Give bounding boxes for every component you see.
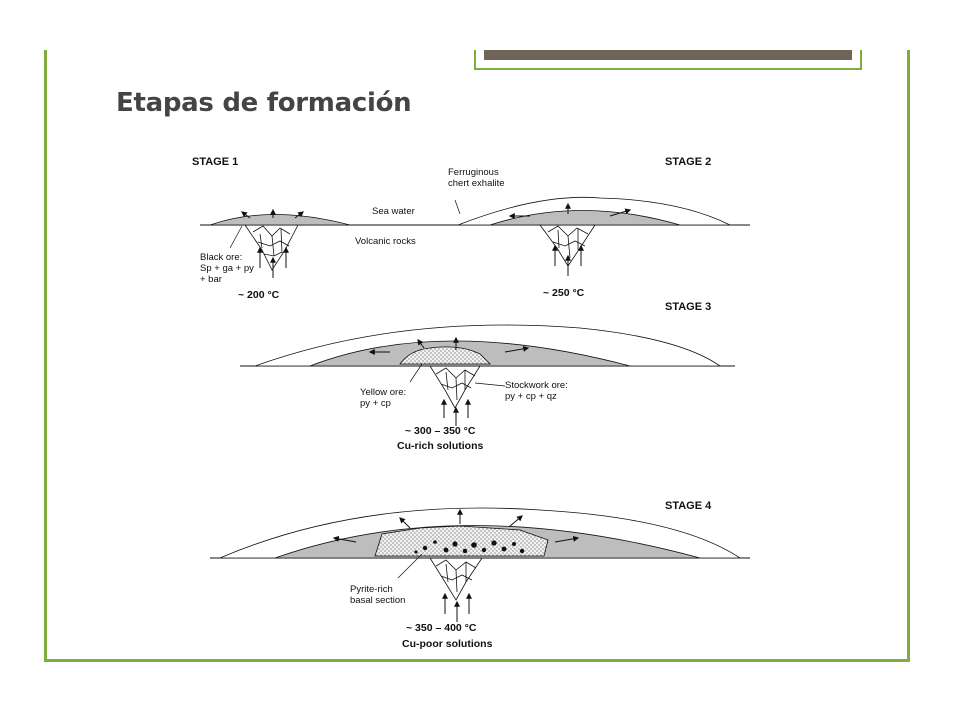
chert-label-2: chert exhalite (448, 178, 505, 189)
stage-4: STAGE 4 Pyrite-rich basal section ~ 350 … (210, 500, 750, 650)
yellow-ore-label-2: py + cp (360, 398, 391, 409)
volcanic-rocks-label: Volcanic rocks (355, 236, 416, 247)
pyrite-rich-section (414, 540, 525, 554)
stockwork-zone (429, 365, 481, 409)
black-ore-pointer (229, 225, 243, 249)
stockwork-pointer (474, 382, 506, 387)
pyrite-pointer (397, 553, 423, 579)
stage-2-title: STAGE 2 (665, 156, 711, 168)
stage-2-temperature: ~ 250 °C (543, 287, 585, 299)
chert-pointer (454, 199, 461, 215)
fluid-arrows (332, 508, 580, 622)
stockwork-label-2: py + cp + qz (505, 391, 557, 402)
stage-4-title: STAGE 4 (665, 500, 712, 512)
black-ore-label-1: Black ore: (200, 252, 242, 263)
chert-label-1: Ferruginous (448, 167, 499, 178)
stage-3-solutions: Cu-rich solutions (397, 440, 483, 452)
black-ore-label-3: + bar (200, 274, 222, 285)
slide-frame-bottom (44, 659, 910, 662)
stage-4-temperature: ~ 350 – 400 °C (406, 622, 477, 634)
yellow-ore-lens (399, 346, 491, 365)
stage-3-temperature: ~ 300 – 350 °C (405, 425, 476, 437)
stage-1-temperature: ~ 200 °C (238, 289, 280, 301)
pyrite-label-1: Pyrite-rich (350, 584, 393, 595)
stage-2: STAGE 2 Ferruginous chert exhalite ~ 250… (448, 156, 731, 299)
yellow-ore-pointer (409, 363, 423, 383)
black-ore-label-2: Sp + ga + py (200, 263, 254, 274)
decorative-title-box (474, 50, 862, 70)
stage-3: STAGE 3 Yellow ore: py + cp Stockwork or… (240, 301, 735, 452)
stockwork-zone (244, 224, 299, 271)
sea-water-label: Sea water (372, 206, 415, 217)
stage-3-title: STAGE 3 (665, 301, 711, 313)
pyrite-label-2: basal section (350, 595, 405, 606)
black-ore-mound (209, 214, 351, 226)
slide-frame-left (44, 50, 47, 662)
stage-4-solutions: Cu-poor solutions (402, 638, 493, 650)
stage-1: STAGE 1 Sea water Volcanic rocks Black o… (192, 156, 750, 301)
slide-frame-right (907, 50, 910, 662)
stage-1-title: STAGE 1 (192, 156, 238, 168)
fluid-arrows (368, 336, 530, 426)
stockwork-zone (539, 224, 596, 267)
stockwork-label-1: Stockwork ore: (505, 380, 568, 391)
slide-heading: Etapas de formación (116, 88, 412, 118)
decorative-bar (484, 50, 852, 60)
yellow-ore-label-1: Yellow ore: (360, 387, 406, 398)
stockwork-zone (429, 557, 483, 601)
fluid-arrows (241, 208, 304, 278)
formation-stages-diagram: STAGE 1 Sea water Volcanic rocks Black o… (192, 156, 750, 650)
fluid-arrows (508, 202, 632, 276)
